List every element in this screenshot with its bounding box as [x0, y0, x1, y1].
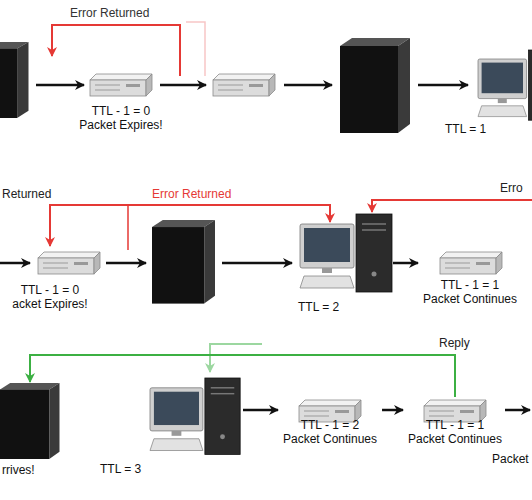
device-node: TTL = 1 [440, 48, 532, 138]
router-icon [213, 74, 275, 96]
server-tower [340, 38, 410, 133]
error-line [372, 200, 532, 212]
reply-line [210, 344, 262, 372]
device-caption: Packet Expires! [79, 118, 162, 132]
annotation-label: Returned [2, 187, 51, 201]
server-tower [0, 383, 60, 459]
computer-icon [300, 214, 392, 292]
error-line [52, 25, 180, 76]
packet-arrow [160, 84, 206, 87]
device-node: TTL - 1 = 2Packet Continues [279, 398, 381, 448]
error-line [50, 205, 330, 246]
packet-arrow [505, 409, 530, 412]
annotation-label: Error Returned [152, 187, 231, 201]
device-caption: TTL - 1 = 0 [92, 104, 151, 118]
device-node: TTL - 1 = 1Packet Continues [419, 250, 521, 308]
device-node: rrives! [2, 383, 62, 479]
annotation-label: Erro [500, 181, 523, 195]
error-line [186, 22, 205, 76]
device-node: TTL - 1 = 1Packet Continues [404, 398, 506, 448]
packet-arrow [106, 262, 146, 265]
connector-arrow [30, 355, 455, 397]
device-caption: TTL - 1 = 1 [441, 278, 500, 292]
device-node: TTL - 1 = 0acket Expires! [1, 250, 99, 313]
device-caption: TTL = 1 [445, 122, 486, 136]
device-node: TTL - 1 = 0Packet Expires! [75, 72, 166, 134]
packet-arrow [284, 84, 332, 87]
device-caption: Packet Continues [408, 432, 502, 446]
router-icon [90, 74, 152, 96]
device-caption: TTL - 1 = 0 [21, 283, 80, 297]
device-caption: TTL - 1 = 1 [426, 418, 485, 432]
computer-icon [478, 50, 532, 120]
connector-arrow [393, 262, 418, 265]
host-tower [0, 42, 29, 118]
computer-icon [150, 378, 240, 454]
packet-arrow [0, 262, 30, 265]
device-node: TTL = 2 [296, 212, 392, 316]
connector-arrow [382, 409, 403, 412]
packet-arrow [418, 84, 468, 87]
router-icon [38, 252, 100, 274]
device-caption: TTL - 1 = 2 [301, 418, 360, 432]
device-caption: rrives! [2, 463, 35, 477]
packet-arrow [36, 84, 84, 87]
device-caption: TTL = 2 [298, 300, 339, 314]
annotation-label: Packet [492, 452, 529, 466]
device-caption: TTL = 3 [100, 462, 141, 476]
error-line [127, 205, 129, 250]
router-icon [440, 252, 502, 274]
edge-label: Reply [437, 336, 472, 350]
device-caption: Packet Continues [423, 292, 517, 306]
device-caption: Packet Continues [283, 432, 377, 446]
annotation-label: Error Returned [70, 6, 149, 20]
connector-arrow [243, 409, 278, 412]
device-caption: acket Expires! [12, 297, 87, 311]
server-tower [152, 220, 215, 304]
device-node: TTL = 3 [98, 378, 242, 478]
packet-arrow [222, 262, 292, 265]
